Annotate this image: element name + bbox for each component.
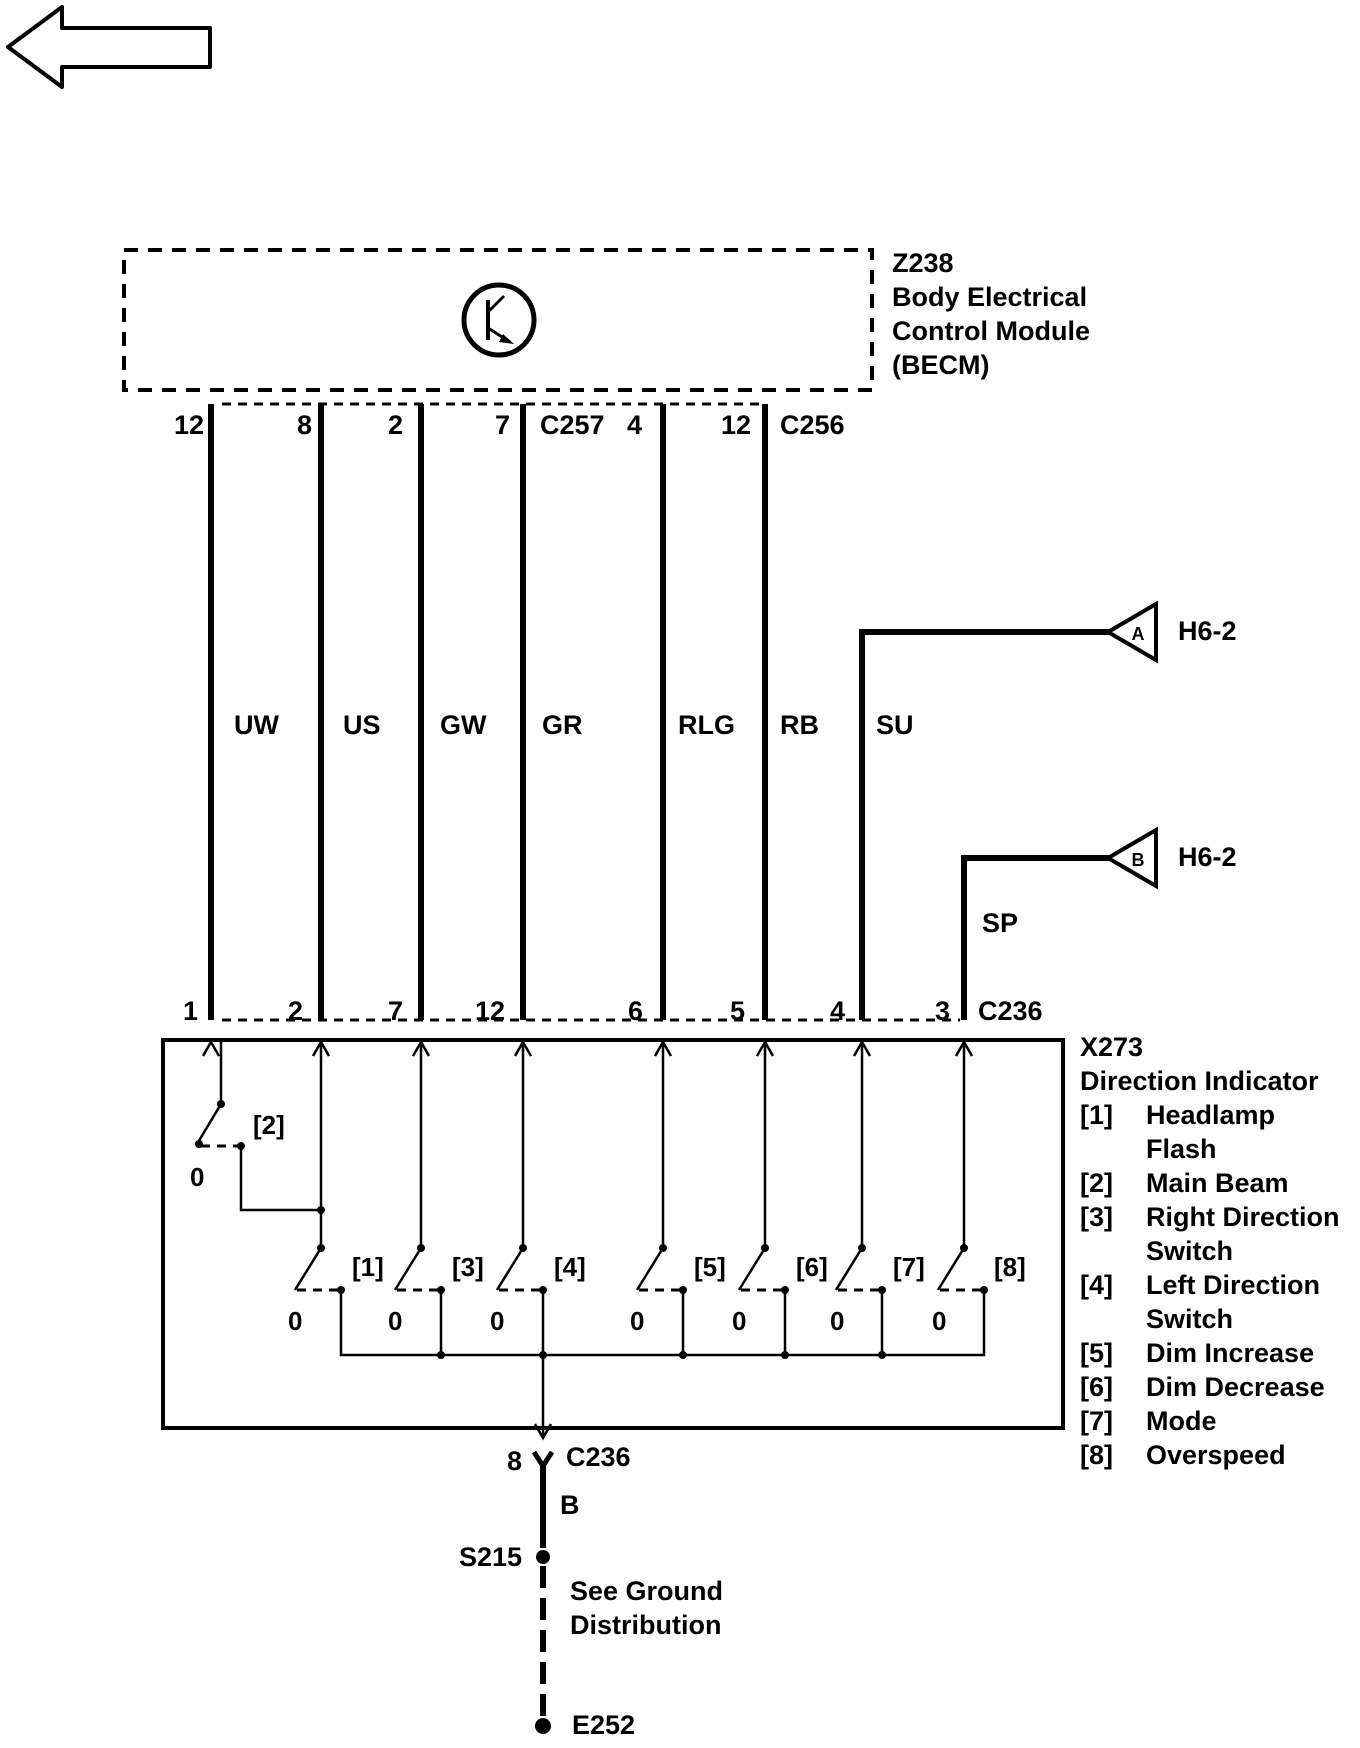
legend-text: Main Beam [1146,1168,1289,1198]
ground-note-line2: Distribution [570,1610,721,1640]
splice-label: S215 [459,1542,522,1572]
harness-ref: H6-2 [1178,842,1237,872]
harness-connector-b: B H6-2 [1104,826,1237,890]
harness-letter: A [1132,624,1145,644]
legend-text: Dim Decrease [1146,1372,1325,1402]
block-name: Direction Indicator [1080,1066,1319,1096]
switch-4-left-direction: [4] 0 [490,1042,586,1336]
bottom-connector: 1 2 7 12 6 5 4 3 C236 [183,996,1043,1026]
top-pin: 7 [495,410,510,440]
wires: UW US GW GR RLG RB SU SP [208,404,1110,1020]
wire-color: RB [780,710,819,740]
legend-text: Mode [1146,1406,1217,1436]
ground-path: 8 C236 B S215 See Ground Distribution E2… [459,1442,723,1740]
switch-tag: [4] [554,1252,586,1282]
legend-text: Left Direction [1146,1270,1320,1300]
legend-text: Headlamp [1146,1100,1275,1130]
wire-color: RLG [678,710,735,740]
wire-color: GW [440,710,487,740]
top-pin: 4 [627,410,642,440]
connector-c236-bottom: C236 [566,1442,631,1472]
bottom-pin: 6 [628,996,643,1026]
switch-tag: [2] [253,1110,285,1140]
legend-num: [2] [1080,1168,1113,1198]
switch-legend: [1] Headlamp Flash [2] Main Beam [3] Rig… [1080,1100,1340,1470]
top-pin: 8 [297,410,312,440]
switch-5-dim-increase: [5] 0 [630,1042,726,1336]
becm-module: Z238 Body Electrical Control Module (BEC… [122,248,1090,392]
switch-zero: 0 [490,1306,504,1336]
switch-tag: [5] [694,1252,726,1282]
legend-num: [7] [1080,1406,1113,1436]
legend-text: Overspeed [1146,1440,1286,1470]
left-arrow-icon[interactable] [6,5,212,89]
wire-color: US [343,710,381,740]
harness-letter: B [1132,850,1145,870]
harness-ref: H6-2 [1178,616,1237,646]
switch-tag: [7] [893,1252,925,1282]
switch-tag: [1] [352,1252,384,1282]
legend-num: [3] [1080,1202,1113,1232]
switch-tag: [6] [796,1252,828,1282]
switch-6-dim-decrease: [6] 0 [732,1042,828,1336]
legend-text: Dim Increase [1146,1338,1314,1368]
earth-label: E252 [572,1710,635,1740]
bottom-pin: 7 [388,996,403,1026]
legend-text: Switch [1146,1236,1233,1266]
ground-bus [339,1290,986,1441]
legend-text: Right Direction [1146,1202,1340,1232]
module-id: Z238 [892,248,954,278]
module-name-line3: (BECM) [892,350,989,380]
legend-text: Switch [1146,1304,1233,1334]
switch-8-overspeed: [8] 0 [932,1042,1026,1336]
harness-connector-a: A H6-2 [1104,600,1237,664]
switch-zero: 0 [630,1306,644,1336]
bottom-pin: 3 [935,996,950,1026]
switch-3-right-direction: [3] 0 [388,1042,484,1336]
wire-color: SP [982,908,1018,938]
legend-num: [8] [1080,1440,1113,1470]
bottom-pin: 12 [475,996,505,1026]
ground-note-line1: See Ground [570,1576,723,1606]
wire-color: SU [876,710,914,740]
module-name-line2: Control Module [892,316,1090,346]
legend-num: [1] [1080,1100,1113,1130]
top-connector: 12 8 2 7 4 12 C257 C256 [174,402,845,440]
connector-c236: C236 [978,996,1043,1026]
switch-zero: 0 [388,1306,402,1336]
switch-zero: 0 [932,1306,946,1336]
ground-wire-color: B [560,1490,580,1520]
wire-color: GR [542,710,583,740]
bottom-pin: 5 [730,996,745,1026]
legend-num: [6] [1080,1372,1113,1402]
switch-zero: 0 [288,1306,302,1336]
legend-text: Flash [1146,1134,1217,1164]
earth-point-icon [535,1718,551,1734]
direction-indicator-switch: [2] 0 [1] 0 [3] 0 [4] [161,1032,1340,1470]
top-pin: 12 [174,410,204,440]
top-pin: 12 [721,410,751,440]
bottom-pin: 2 [288,996,303,1026]
bottom-pin: 4 [830,996,845,1026]
switch-tag: [3] [452,1252,484,1282]
ground-pin: 8 [507,1446,522,1476]
connector-c256: C256 [780,410,845,440]
legend-num: [4] [1080,1270,1113,1300]
transistor-icon [461,282,537,358]
bottom-pin: 1 [183,996,198,1026]
switch-zero: 0 [190,1162,204,1192]
switch-tag: [8] [994,1252,1026,1282]
module-name-line1: Body Electrical [892,282,1087,312]
top-pin: 2 [388,410,403,440]
switch-main-beam: [2] 0 [190,1042,325,1214]
switch-zero: 0 [830,1306,844,1336]
switch-7-mode: [7] 0 [830,1042,925,1336]
connector-c257: C257 [540,410,605,440]
wire-color: UW [234,710,279,740]
block-id: X273 [1080,1032,1143,1062]
switch-zero: 0 [732,1306,746,1336]
legend-num: [5] [1080,1338,1113,1368]
splice-s215 [536,1550,550,1564]
